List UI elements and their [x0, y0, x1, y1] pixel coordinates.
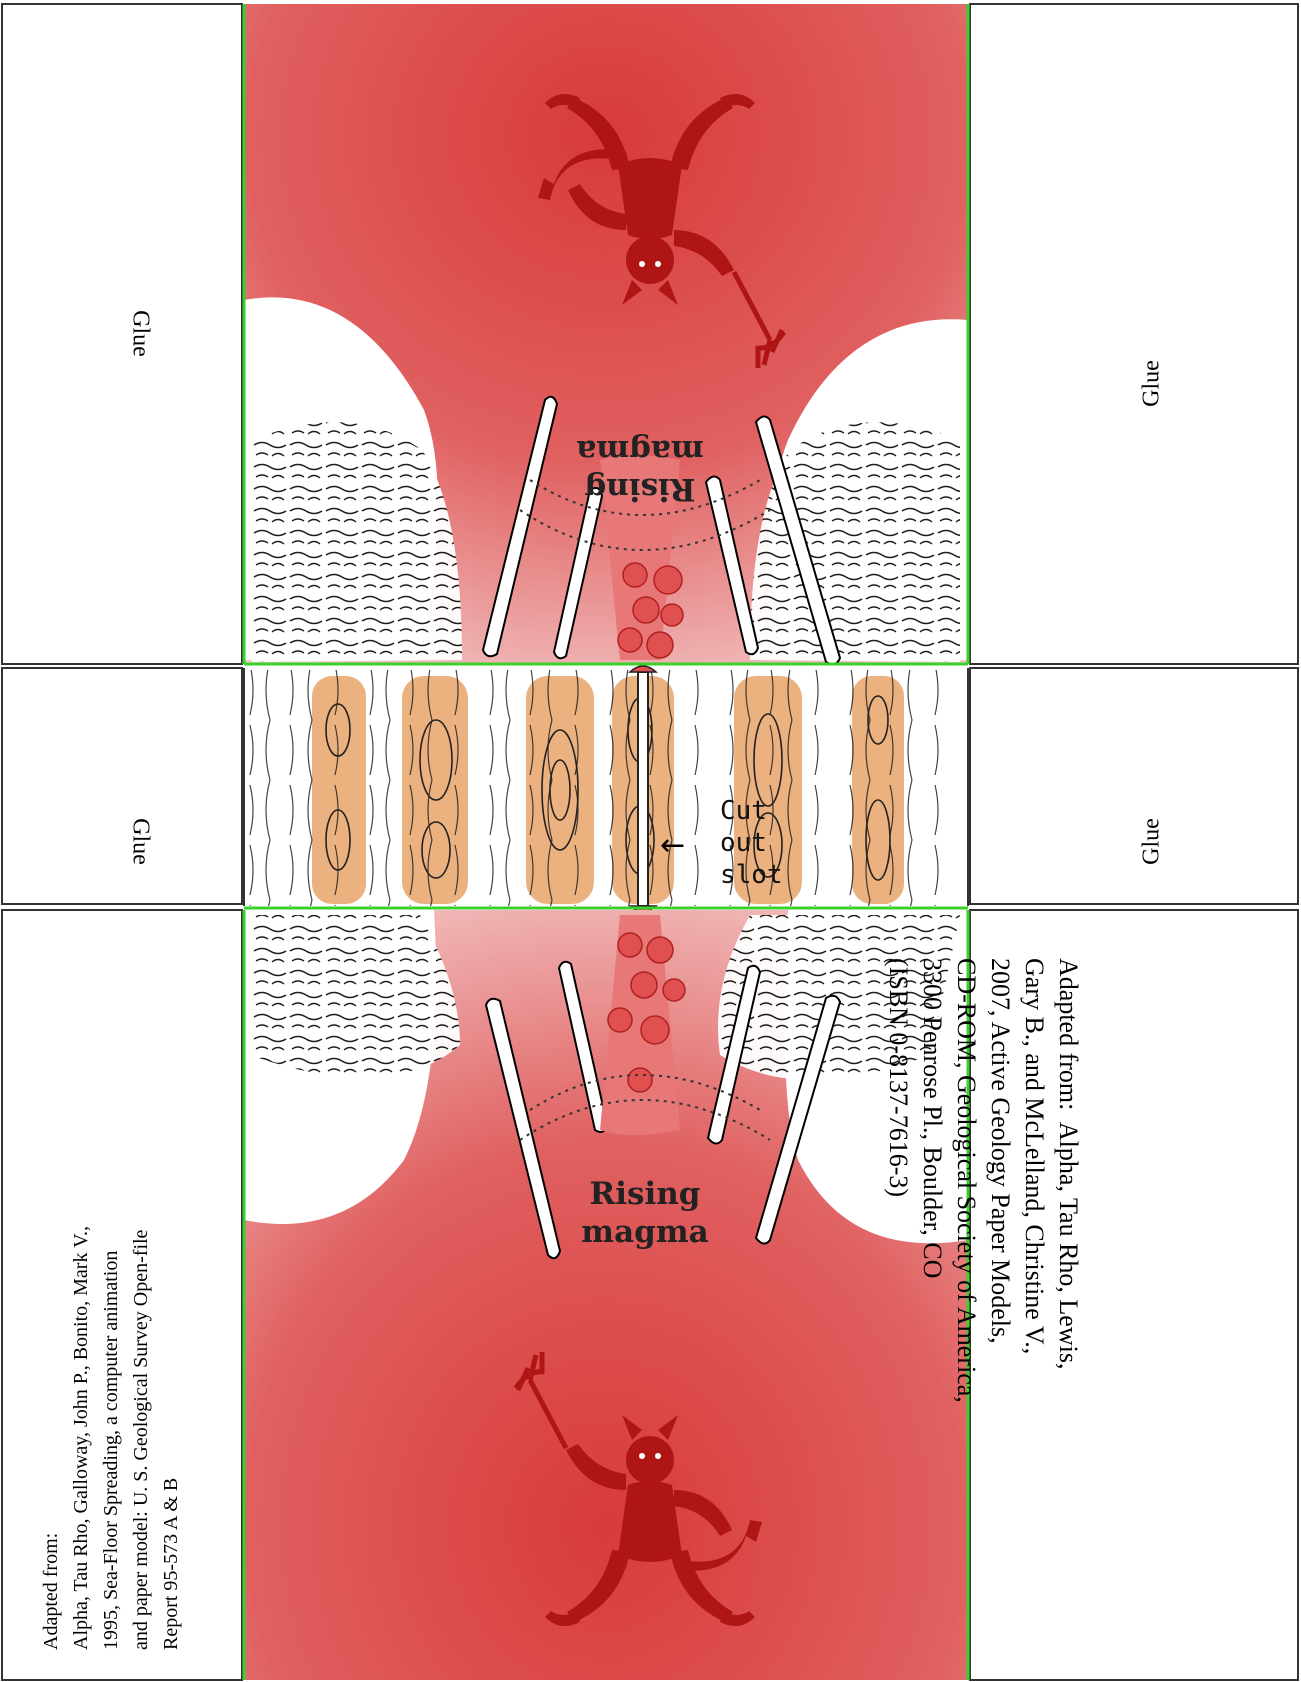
glue-tab-top-right	[970, 4, 1298, 664]
glue-tab-mid-left	[2, 668, 242, 904]
glue-tab-top-left	[2, 4, 242, 664]
top-magma-panel	[244, 4, 968, 664]
glue-tab-mid-right	[970, 668, 1298, 904]
citation-right: Adapted from: Alpha, Tau Rho, Lewis, Gar…	[875, 958, 1085, 1638]
middle-crust-panel	[244, 666, 968, 912]
slot-arrow: ←	[660, 828, 685, 863]
bottom-magma-panel	[244, 910, 968, 1680]
arrow-left-icon: ←	[660, 828, 685, 863]
rising-magma-label-bottom: Rising magma	[565, 1175, 725, 1251]
glue-label-mid-right: Glue	[1139, 812, 1166, 872]
rising-magma-label-top: Rising magma	[560, 432, 720, 508]
glue-label-top-right: Glue	[1139, 354, 1166, 414]
cut-out-slot-label: Cut out slot	[720, 795, 783, 891]
glue-label-top-left: Glue	[127, 304, 154, 364]
citation-left-text: Adapted from: Alpha, Tau Rho, Galloway, …	[36, 950, 196, 1650]
glue-label-mid-left: Glue	[127, 812, 154, 872]
